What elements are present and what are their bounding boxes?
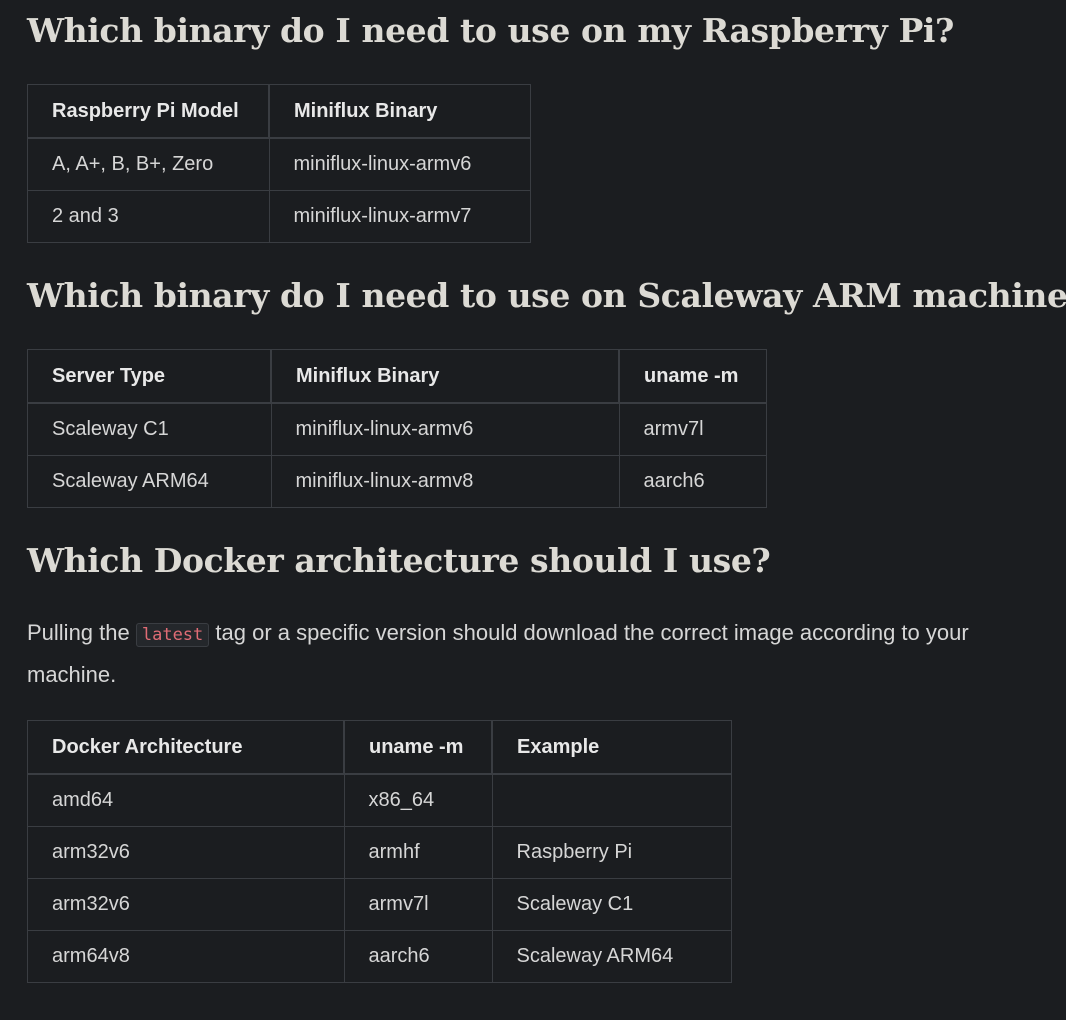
doc-content: Which binary do I need to use on my Rasp… bbox=[27, 0, 1066, 983]
table-cell: arm32v6 bbox=[27, 878, 345, 931]
docker-table: Docker Architecture uname -m Example amd… bbox=[27, 720, 732, 983]
paragraph-text: tag or a specific version should downloa… bbox=[27, 620, 969, 687]
table-cell: 2 and 3 bbox=[27, 190, 270, 243]
inline-code-latest: latest bbox=[135, 623, 210, 647]
table-row: arm32v6 armv7l Scaleway C1 bbox=[27, 878, 732, 931]
table-cell: aarch6 bbox=[343, 930, 493, 983]
heading-scaleway: Which binary do I need to use on Scalewa… bbox=[27, 276, 1066, 315]
table-cell: armv7l bbox=[343, 878, 493, 931]
table-row: 2 and 3 miniflux-linux-armv7 bbox=[27, 190, 531, 243]
table-row: A, A+, B, B+, Zero miniflux-linux-armv6 bbox=[27, 137, 531, 191]
table-cell: A, A+, B, B+, Zero bbox=[27, 137, 270, 191]
heading-docker: Which Docker architecture should I use? bbox=[27, 541, 771, 580]
column-header: Raspberry Pi Model bbox=[27, 84, 270, 139]
table-header-row: Raspberry Pi Model Miniflux Binary bbox=[27, 84, 531, 139]
table-cell: aarch6 bbox=[618, 455, 767, 508]
table-cell: Scaleway ARM64 bbox=[27, 455, 272, 508]
table-cell: Scaleway C1 bbox=[491, 878, 732, 931]
column-header: uname -m bbox=[343, 720, 493, 775]
table-cell: arm64v8 bbox=[27, 930, 345, 983]
table-cell: armv7l bbox=[618, 402, 767, 456]
table-row: arm32v6 armhf Raspberry Pi bbox=[27, 826, 732, 879]
table-cell: Scaleway C1 bbox=[27, 402, 272, 456]
column-header: Miniflux Binary bbox=[268, 84, 531, 139]
table-cell: Scaleway ARM64 bbox=[491, 930, 732, 983]
table-header-row: Docker Architecture uname -m Example bbox=[27, 720, 732, 775]
column-header: Server Type bbox=[27, 349, 272, 404]
table-cell: miniflux-linux-armv6 bbox=[268, 137, 531, 191]
column-header: Docker Architecture bbox=[27, 720, 345, 775]
table-cell: amd64 bbox=[27, 773, 345, 827]
column-header: uname -m bbox=[618, 349, 767, 404]
scaleway-table: Server Type Miniflux Binary uname -m Sca… bbox=[27, 349, 767, 508]
raspberry-pi-table: Raspberry Pi Model Miniflux Binary A, A+… bbox=[27, 84, 531, 243]
column-header: Example bbox=[491, 720, 732, 775]
table-cell: miniflux-linux-armv6 bbox=[270, 402, 620, 456]
table-cell bbox=[491, 773, 732, 827]
column-header: Miniflux Binary bbox=[270, 349, 620, 404]
table-row: Scaleway ARM64 miniflux-linux-armv8 aarc… bbox=[27, 455, 767, 508]
heading-raspberry-pi: Which binary do I need to use on my Rasp… bbox=[27, 11, 954, 50]
table-cell: miniflux-linux-armv7 bbox=[268, 190, 531, 243]
table-row: amd64 x86_64 bbox=[27, 773, 732, 827]
table-header-row: Server Type Miniflux Binary uname -m bbox=[27, 349, 767, 404]
docker-paragraph: Pulling the latest tag or a specific ver… bbox=[27, 613, 1057, 694]
table-cell: miniflux-linux-armv8 bbox=[270, 455, 620, 508]
table-cell: Raspberry Pi bbox=[491, 826, 732, 879]
table-cell: x86_64 bbox=[343, 773, 493, 827]
table-cell: armhf bbox=[343, 826, 493, 879]
table-row: arm64v8 aarch6 Scaleway ARM64 bbox=[27, 930, 732, 983]
table-row: Scaleway C1 miniflux-linux-armv6 armv7l bbox=[27, 402, 767, 456]
paragraph-text: Pulling the bbox=[27, 620, 136, 645]
table-cell: arm32v6 bbox=[27, 826, 345, 879]
